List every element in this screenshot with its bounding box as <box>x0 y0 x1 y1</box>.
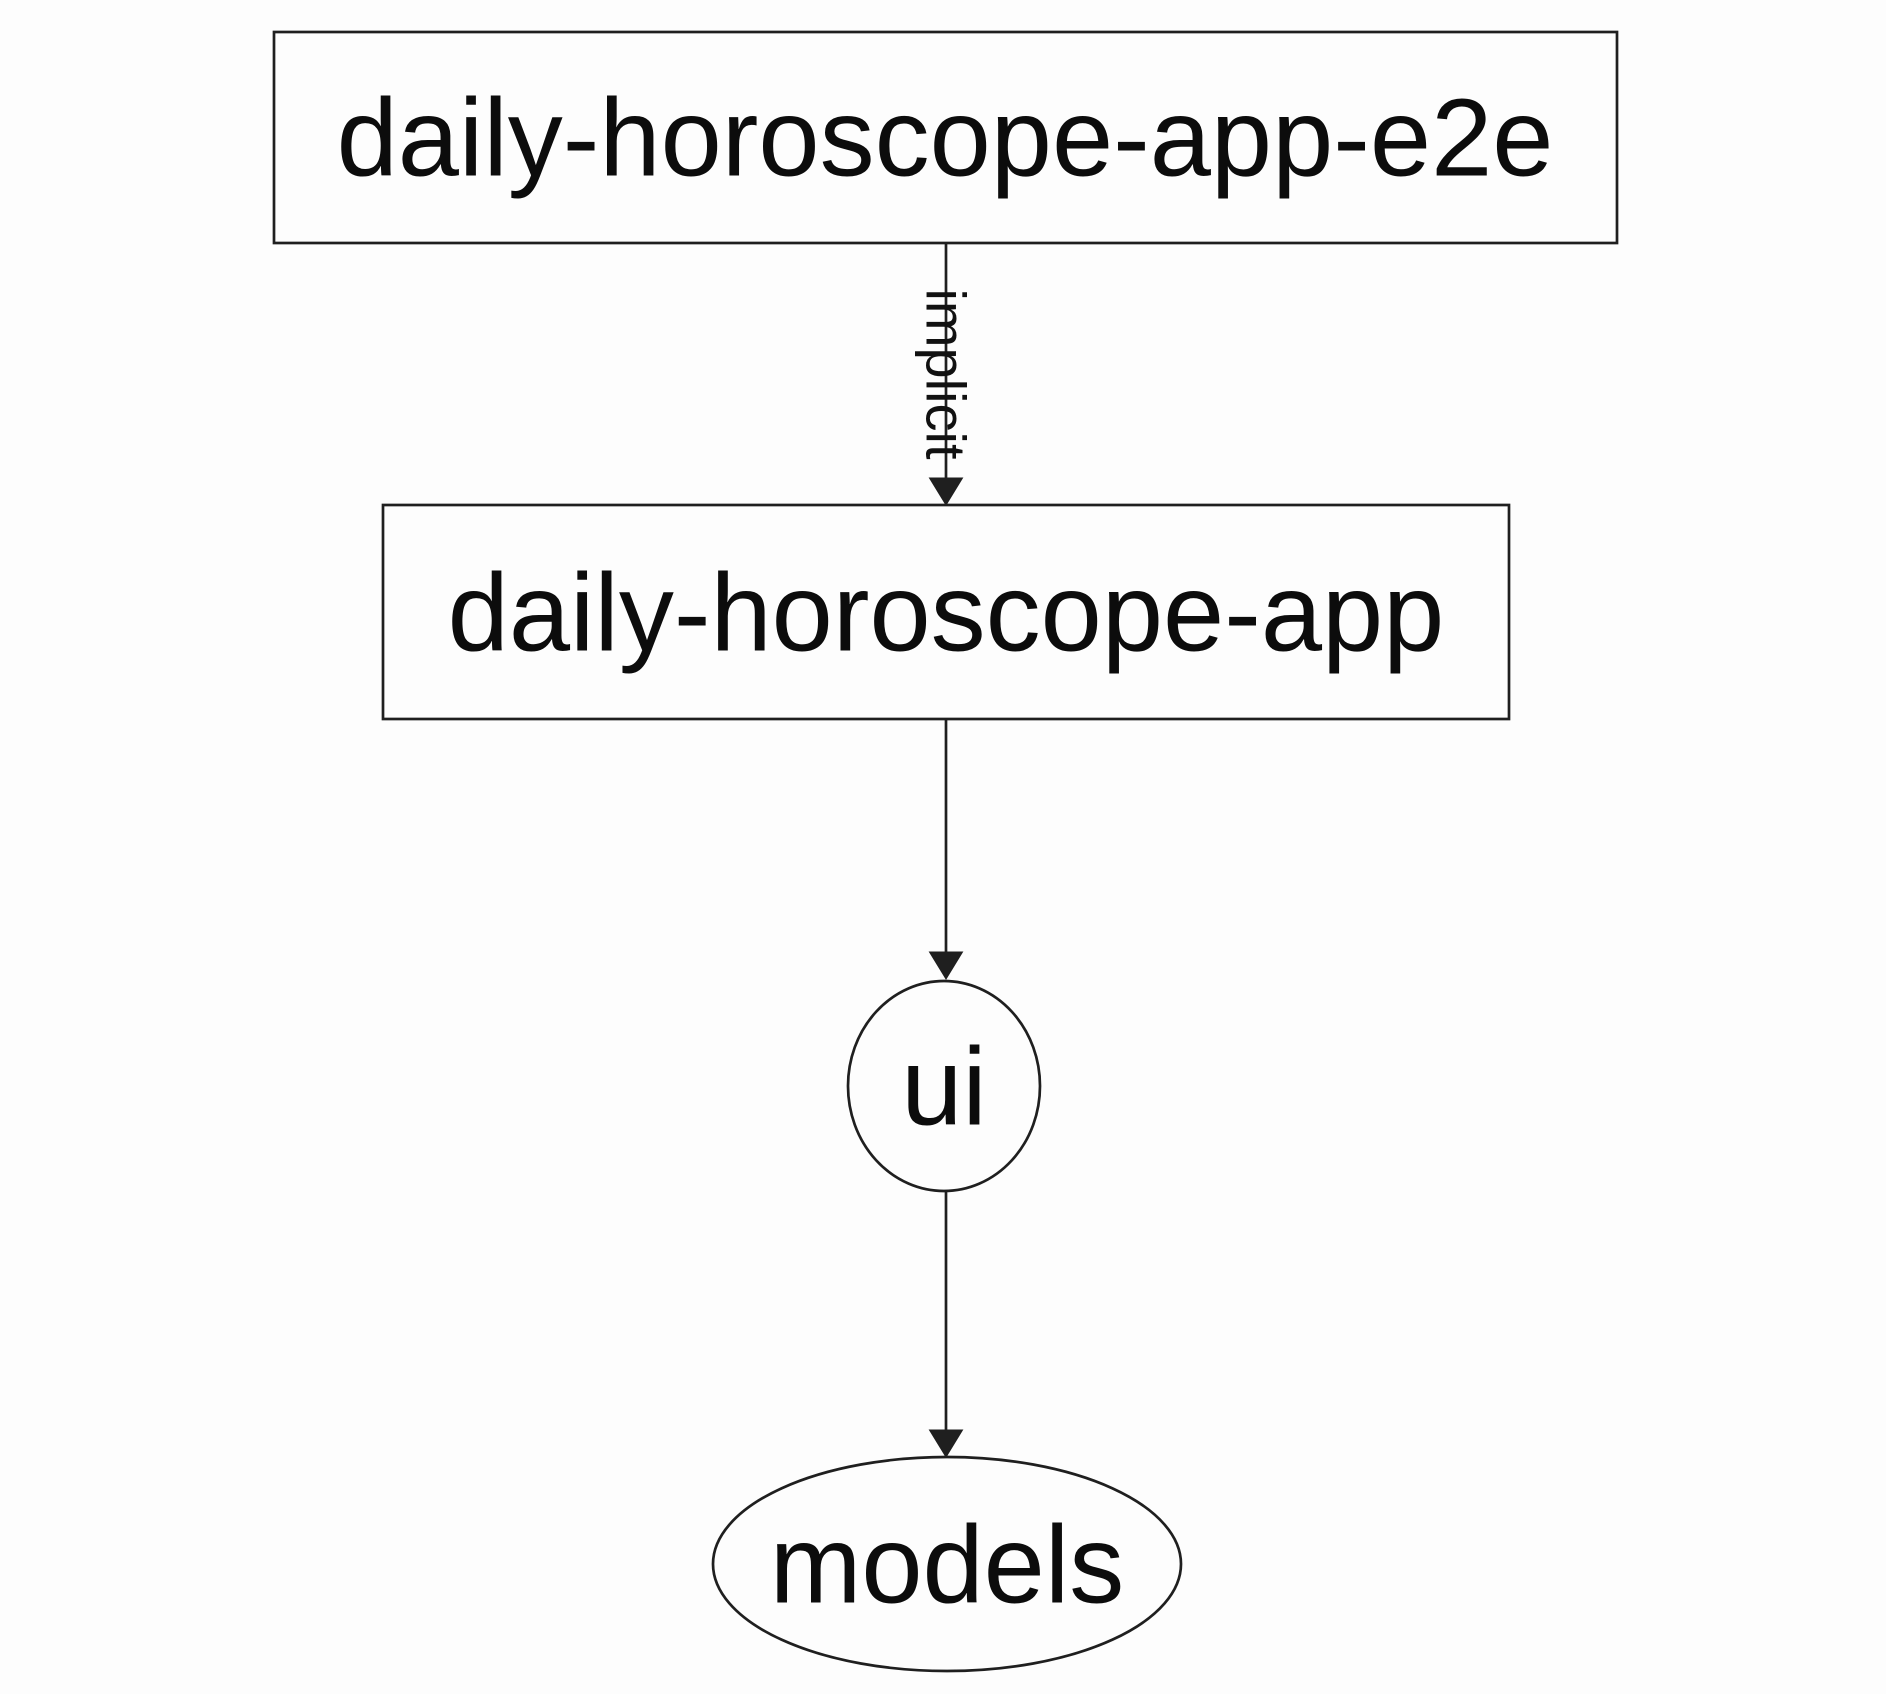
node-ellipse[interactable] <box>846 979 1042 1193</box>
node-label: ui <box>901 1026 987 1149</box>
node-rect[interactable] <box>381 503 1511 721</box>
arrowhead-icon <box>928 951 964 980</box>
edge-app-to-ui <box>928 719 964 980</box>
node-rect[interactable] <box>272 30 1619 245</box>
arrowhead-icon <box>928 1429 964 1458</box>
node-label: daily-horoscope-app-e2e <box>337 77 1554 200</box>
node-label: daily-horoscope-app <box>448 552 1445 675</box>
edge-label-implicit: implicit <box>915 288 978 460</box>
node-ui[interactable]: ui <box>846 979 1042 1193</box>
node-models[interactable]: models <box>711 1455 1183 1673</box>
node-ellipse[interactable] <box>711 1455 1183 1673</box>
edge-ui-to-models <box>928 1192 964 1458</box>
edge-e2e-to-app: implicit <box>915 243 978 506</box>
node-daily-horoscope-app-e2e[interactable]: daily-horoscope-app-e2e <box>272 30 1619 245</box>
node-label: models <box>770 1504 1125 1627</box>
arrowhead-icon <box>928 477 964 506</box>
node-daily-horoscope-app[interactable]: daily-horoscope-app <box>381 503 1511 721</box>
